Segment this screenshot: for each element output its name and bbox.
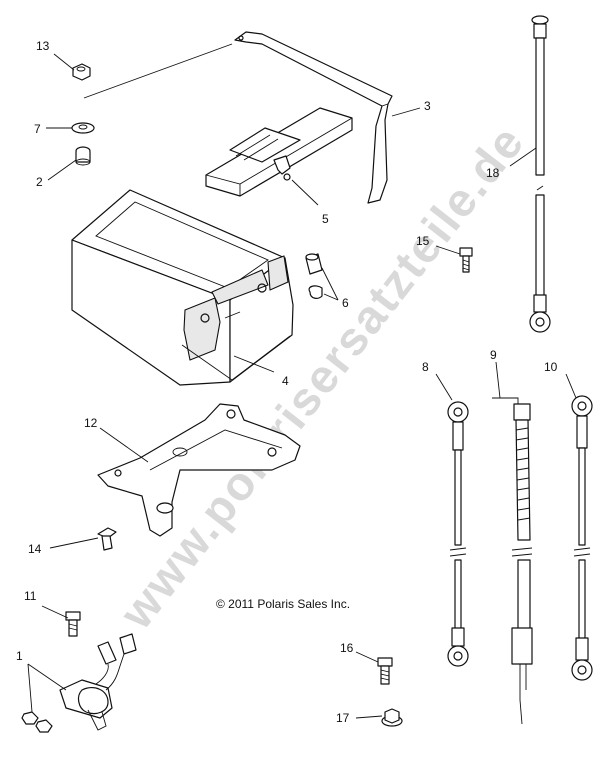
starter-solenoid: [21, 633, 137, 733]
callout-12: 12: [84, 416, 98, 430]
callout-14: 14: [28, 542, 42, 556]
battery-cover-plate: [205, 107, 353, 197]
callout-13: 13: [36, 39, 50, 53]
callout-3: 3: [424, 99, 431, 113]
hex-nut: [72, 63, 91, 81]
callout-11: 11: [24, 589, 37, 603]
callout-16: 16: [340, 641, 354, 655]
flange-nut: [381, 708, 403, 727]
hold-down-strap: [234, 31, 393, 204]
bolt-short: [65, 611, 81, 637]
washer: [71, 122, 95, 134]
battery: [71, 189, 294, 386]
callout-17: 17: [336, 711, 350, 725]
callout-2: 2: [36, 175, 43, 189]
callout-numbers: 13 7 2 3 5 4 6 15 18 8 9 10 12 14 11 1 1…: [16, 39, 558, 725]
terminal-bolt-and-nut: [305, 253, 323, 299]
positive-cable-loom: [492, 397, 533, 725]
push-rivet: [97, 527, 117, 551]
callout-9: 9: [490, 348, 497, 362]
callout-6: 6: [342, 296, 349, 310]
bolt: [75, 146, 91, 166]
bolt-16: [377, 657, 393, 685]
callout-8: 8: [422, 360, 429, 374]
callout-4: 4: [282, 374, 289, 388]
battery-cable-8: [447, 401, 469, 667]
callout-10: 10: [544, 360, 558, 374]
battery-tray-bracket: [97, 403, 301, 537]
callout-1: 1: [16, 649, 23, 663]
callout-5: 5: [322, 212, 329, 226]
callout-18: 18: [486, 166, 500, 180]
battery-cable-10: [571, 395, 593, 681]
callout-15: 15: [416, 234, 430, 248]
flange-bolt: [459, 247, 473, 273]
copyright-notice: © 2011 Polaris Sales Inc.: [216, 597, 350, 611]
callout-7: 7: [34, 122, 41, 136]
leader-lines: [27, 43, 577, 719]
battery-cable-top: [529, 15, 551, 333]
